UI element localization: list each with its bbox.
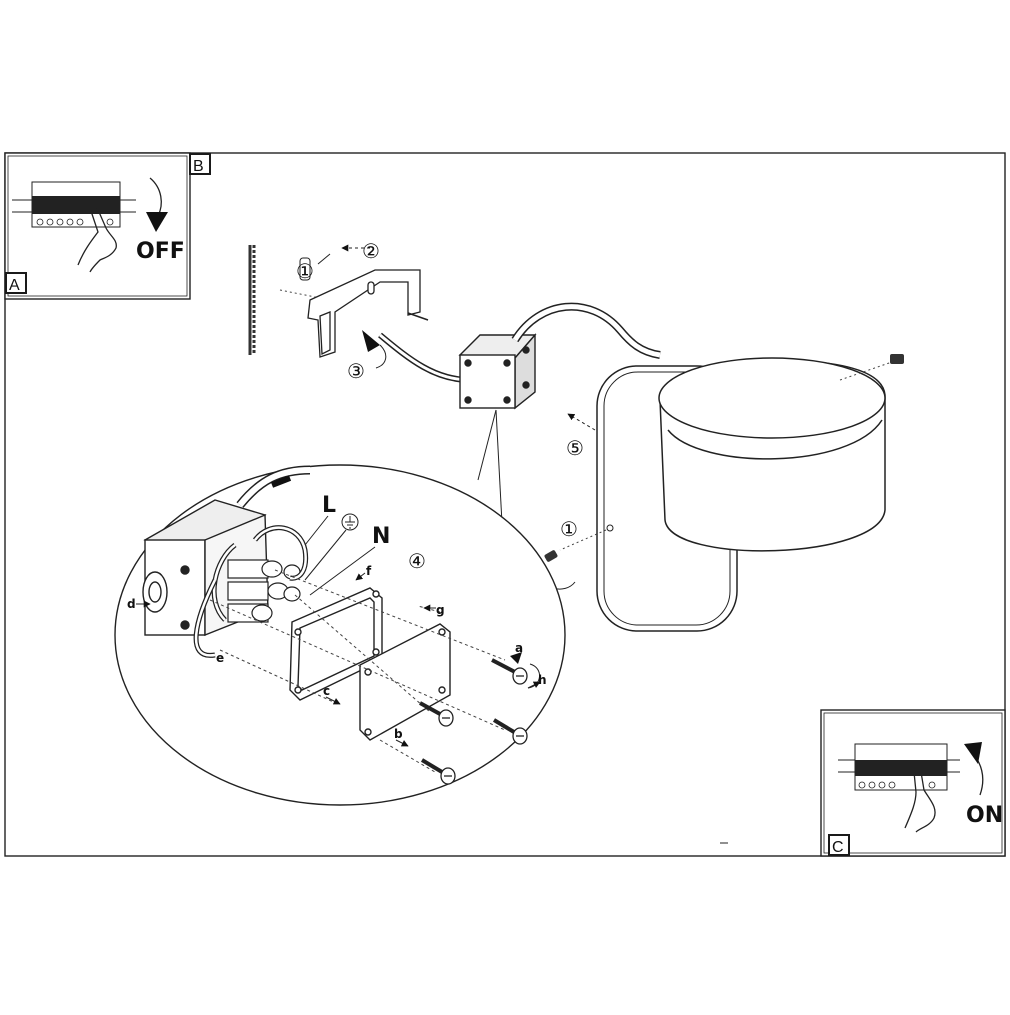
junction-box: [458, 333, 537, 410]
hand-icon: [77, 207, 117, 273]
grub-screw-icon: [544, 550, 558, 562]
lamp-head: [658, 357, 886, 552]
off-label: OFF: [136, 239, 185, 264]
panel-c-label: C: [832, 839, 844, 856]
letter-d: d: [127, 597, 136, 611]
set-screw-icon: [890, 354, 904, 364]
panel-b-label: B: [193, 158, 204, 175]
mounting-bracket: [307, 269, 421, 358]
letter-b: b: [394, 727, 403, 741]
panel-a: OFF A: [4, 152, 191, 300]
panel-a-label: A: [9, 277, 20, 294]
letter-c: c: [323, 684, 330, 698]
letter-h: h: [538, 673, 547, 687]
terminal-block: [227, 559, 301, 623]
panel-c: ON C: [820, 709, 1006, 857]
step-4: ④: [408, 549, 426, 573]
cable-upper: [378, 332, 471, 383]
step-2: ②: [362, 239, 380, 263]
screw-icon: [419, 658, 528, 785]
breaker-strip-icon: [12, 181, 136, 228]
letter-e: e: [216, 651, 224, 665]
step-3: ③: [347, 359, 365, 383]
wall-plug: [299, 257, 311, 281]
letter-g: g: [436, 603, 445, 617]
step-1-top: ①: [296, 259, 314, 283]
hand-icon: [904, 766, 936, 833]
label-neutral: N: [372, 524, 390, 549]
step-1-mid: ①: [560, 517, 578, 541]
letter-f: f: [366, 564, 372, 578]
panel-b-badge: B: [189, 153, 211, 175]
ground-symbol-icon: [304, 513, 359, 581]
step-5: ⑤: [566, 436, 584, 460]
letter-a: a: [515, 641, 523, 655]
label-live: L: [322, 493, 336, 518]
breaker-strip-icon: [838, 743, 960, 791]
wall-icon: [248, 245, 256, 355]
main-frame: [4, 152, 1006, 857]
on-label: ON: [966, 803, 1003, 828]
detail-junction-box: [142, 499, 269, 637]
lid-plate: [359, 623, 451, 741]
gasket-frame: [289, 587, 383, 701]
